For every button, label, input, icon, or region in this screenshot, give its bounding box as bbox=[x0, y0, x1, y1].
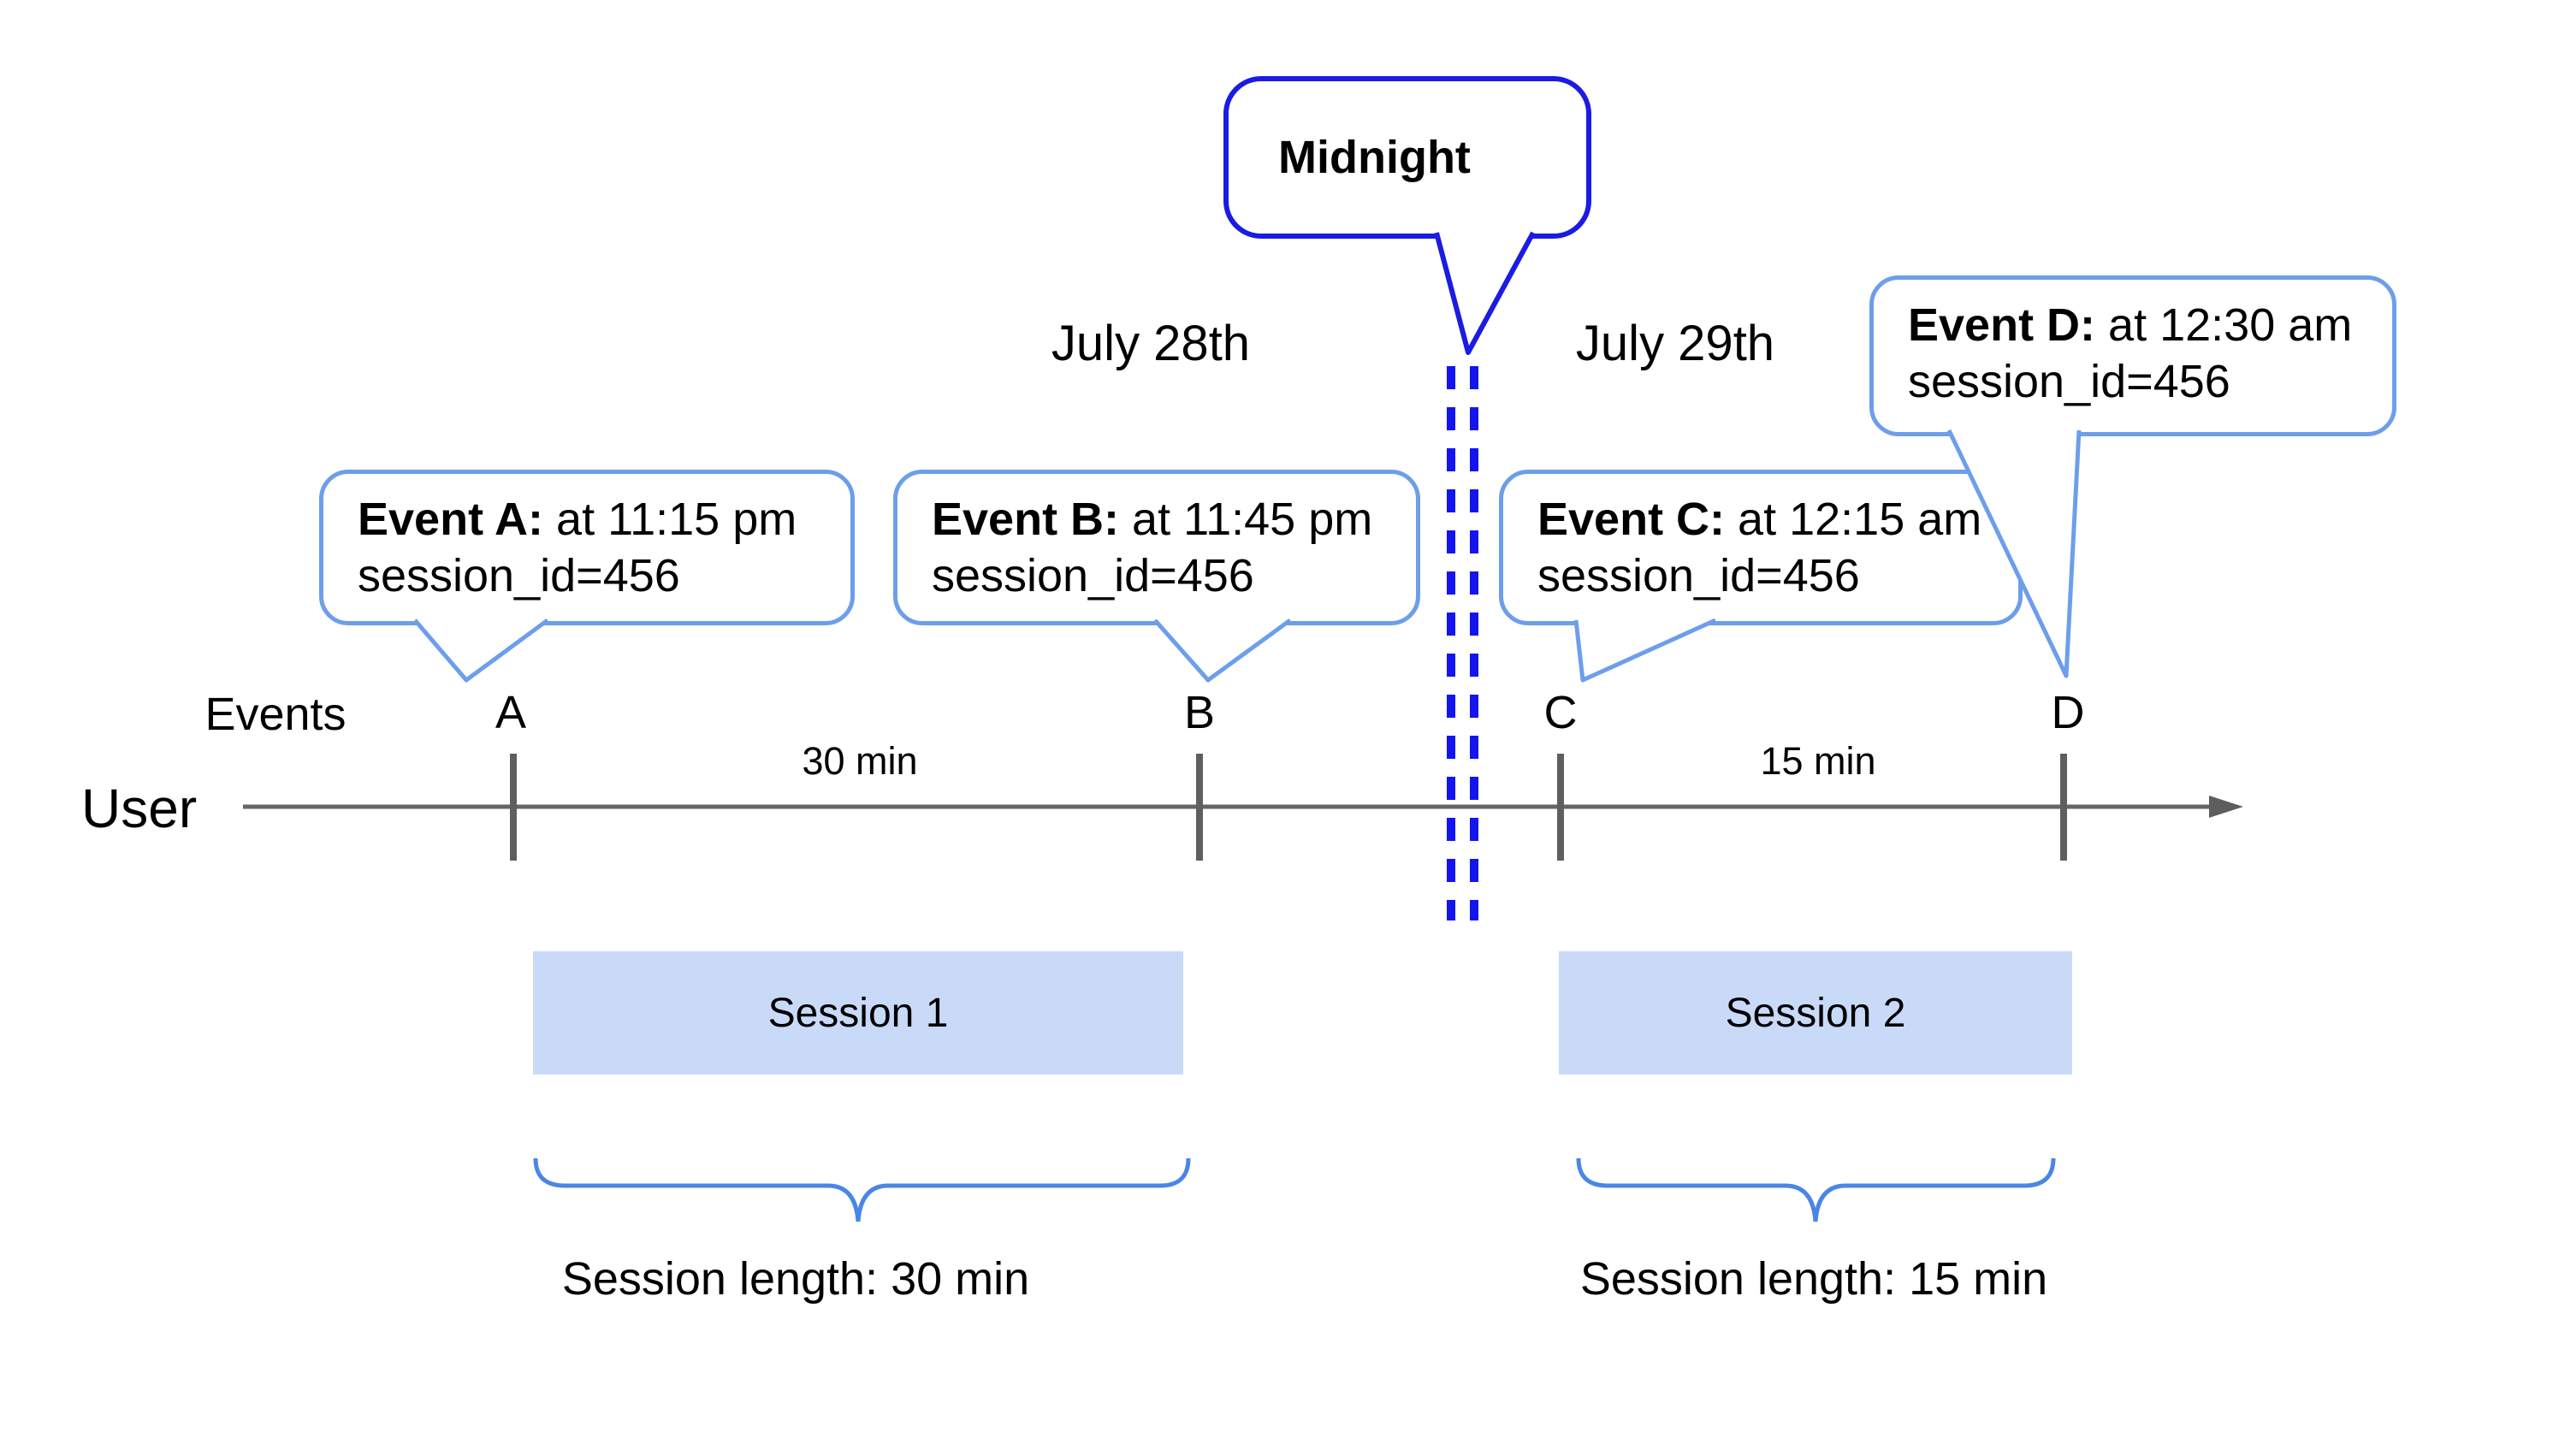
callout-event-c-session-id: session_id=456 bbox=[1537, 550, 1860, 601]
callout-event-b-line1: Event B: at 11:45 pm bbox=[932, 491, 1395, 547]
callout-event-c-time: at 12:15 am bbox=[1725, 494, 1982, 545]
callout-event-d-title: Event D: bbox=[1908, 299, 2096, 351]
session-2-box: Session 2 bbox=[1559, 951, 2072, 1074]
events-axis-label: Events bbox=[204, 689, 347, 740]
callout-event-c-title: Event C: bbox=[1537, 494, 1726, 545]
callout-event-b-tail bbox=[1153, 618, 1292, 683]
callout-event-b: Event B: at 11:45 pm session_id=456 bbox=[893, 470, 1420, 625]
midnight-bubble-tail bbox=[1434, 231, 1536, 355]
callout-event-b-title: Event B: bbox=[932, 494, 1120, 545]
tick-label-a: A bbox=[495, 687, 527, 738]
callout-event-d-line1: Event D: at 12:30 am bbox=[1908, 297, 2372, 353]
callout-event-c-line1: Event C: at 12:15 am bbox=[1537, 491, 1998, 547]
session-2-length-label: Session length: 15 min bbox=[1579, 1253, 2048, 1305]
tick-label-b: B bbox=[1183, 687, 1216, 738]
interval-label-15min: 15 min bbox=[1760, 739, 1876, 783]
session-1-length-label: Session length: 30 min bbox=[561, 1253, 1030, 1305]
callout-event-b-session-id: session_id=456 bbox=[932, 550, 1254, 601]
tick-label-d: D bbox=[2051, 687, 2085, 738]
tick-label-c: C bbox=[1543, 687, 1578, 738]
callout-event-a-session-id: session_id=456 bbox=[358, 550, 680, 601]
callout-event-d: Event D: at 12:30 am session_id=456 bbox=[1869, 275, 2396, 436]
callout-event-b-time: at 11:45 pm bbox=[1119, 494, 1373, 545]
callout-event-a-line1: Event A: at 11:15 pm bbox=[358, 491, 830, 547]
timeline-arrowhead-icon bbox=[2209, 796, 2243, 818]
callout-event-d-session-id: session_id=456 bbox=[1908, 356, 2230, 407]
session-1-label: Session 1 bbox=[767, 990, 949, 1036]
callout-event-a-time: at 11:15 pm bbox=[543, 494, 797, 545]
midnight-bubble-label: Midnight bbox=[1278, 132, 1471, 183]
date-label-july-28: July 28th bbox=[1051, 316, 1251, 371]
session-2-label: Session 2 bbox=[1725, 990, 1906, 1036]
session-1-brace bbox=[533, 1157, 1191, 1222]
callout-event-a-tail bbox=[413, 618, 549, 683]
midnight-bubble: Midnight bbox=[1223, 76, 1591, 239]
user-axis-label: User bbox=[81, 778, 198, 839]
callout-event-c-tail bbox=[1573, 618, 1717, 683]
callout-event-a-title: Event A: bbox=[358, 494, 544, 545]
callout-event-c: Event C: at 12:15 am session_id=456 bbox=[1499, 470, 2023, 625]
session-2-brace bbox=[1576, 1157, 2056, 1222]
callout-event-a: Event A: at 11:15 pm session_id=456 bbox=[319, 470, 855, 625]
interval-label-30min: 30 min bbox=[802, 739, 918, 783]
session-1-box: Session 1 bbox=[533, 951, 1183, 1074]
callout-event-d-time: at 12:30 am bbox=[2095, 299, 2353, 351]
date-label-july-29: July 29th bbox=[1575, 316, 1775, 371]
